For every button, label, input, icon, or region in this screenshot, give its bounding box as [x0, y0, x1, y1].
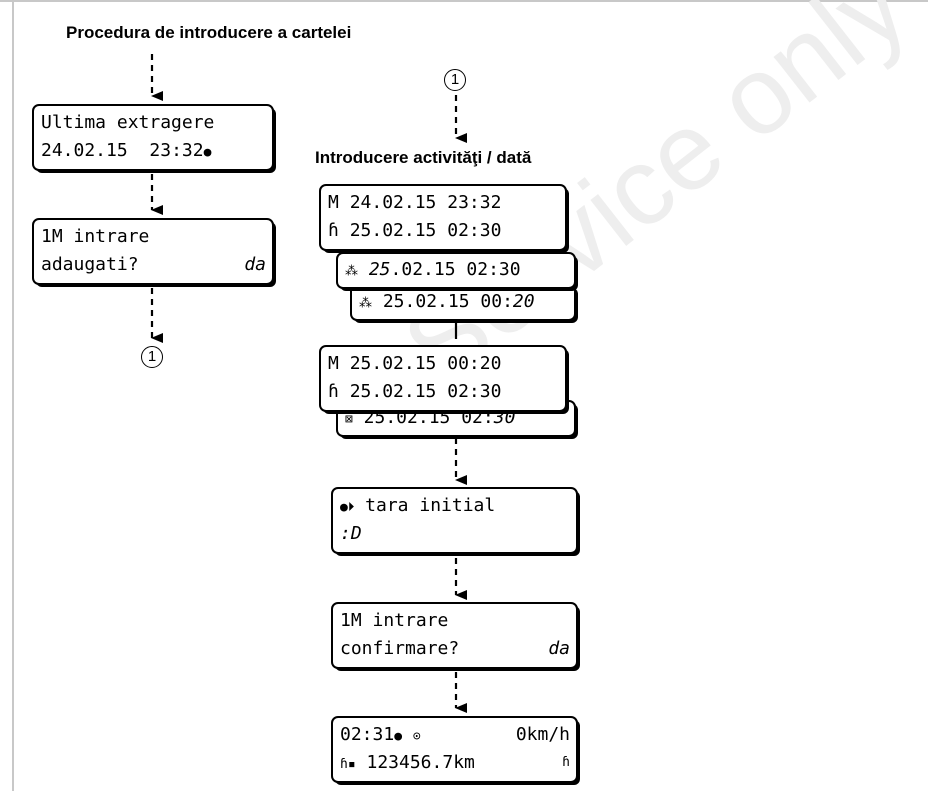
- display-line: 1M intrare: [340, 610, 449, 631]
- display-line: ⊠ 25.02.15 02:30: [345, 407, 516, 428]
- display-line: 02:31● ⊙0km/h: [340, 724, 570, 745]
- activity-icon: ɦ: [562, 755, 570, 770]
- display-line: confirmare?da: [340, 638, 570, 659]
- display-line: :D: [340, 523, 362, 544]
- display-line: M 24.02.15 23:32: [328, 192, 502, 213]
- display-line: ●⏵ tara initial: [340, 495, 496, 516]
- frame-top-border: [0, 0, 928, 2]
- insert-procedure-heading: Procedura de introducere a cartelei: [66, 23, 352, 42]
- marker-1-top: 1: [444, 69, 466, 91]
- display-entry-3: ⁂ 25.02.15 02:30: [336, 252, 576, 289]
- marker-1-bottom: 1: [141, 346, 163, 368]
- frame-left-border: [12, 0, 14, 791]
- display-line: ⁂ 25.02.15 00:20: [359, 291, 535, 312]
- display-country-start: ●⏵ tara initial :D: [331, 487, 578, 554]
- enter-activities-heading: Introducere activităţi / dată: [315, 148, 532, 167]
- display-line: Ultima extragere: [41, 112, 215, 133]
- display-line: 24.02.15 23:32●: [41, 140, 212, 161]
- display-line: M 25.02.15 00:20: [328, 353, 502, 374]
- display-line: 1M intrare: [41, 226, 150, 247]
- display-add-entry: 1M intrare adaugati?da: [32, 218, 274, 285]
- display-entry-7: ⊠ 25.02.15 02:30: [336, 400, 576, 437]
- status-icon: ⊙: [412, 729, 421, 744]
- display-line: ⁂ 25.02.15 02:30: [345, 259, 521, 280]
- display-line: adaugati?da: [41, 254, 266, 275]
- display-line: ɦ 25.02.15 02:30: [328, 381, 502, 402]
- card-icon: ɦ▪: [340, 757, 356, 772]
- display-entry-1-2: M 24.02.15 23:32 ɦ 25.02.15 02:30: [319, 184, 567, 251]
- display-confirm-entry: 1M intrare confirmare?da: [331, 602, 578, 669]
- display-entry-5-6: M 25.02.15 00:20 ɦ 25.02.15 02:30: [319, 345, 567, 412]
- display-last-withdrawal: Ultima extragere 24.02.15 23:32●: [32, 104, 274, 171]
- display-entry-4: ⁂ 25.02.15 00:20: [350, 284, 576, 321]
- display-line: ɦ 25.02.15 02:30: [328, 220, 502, 241]
